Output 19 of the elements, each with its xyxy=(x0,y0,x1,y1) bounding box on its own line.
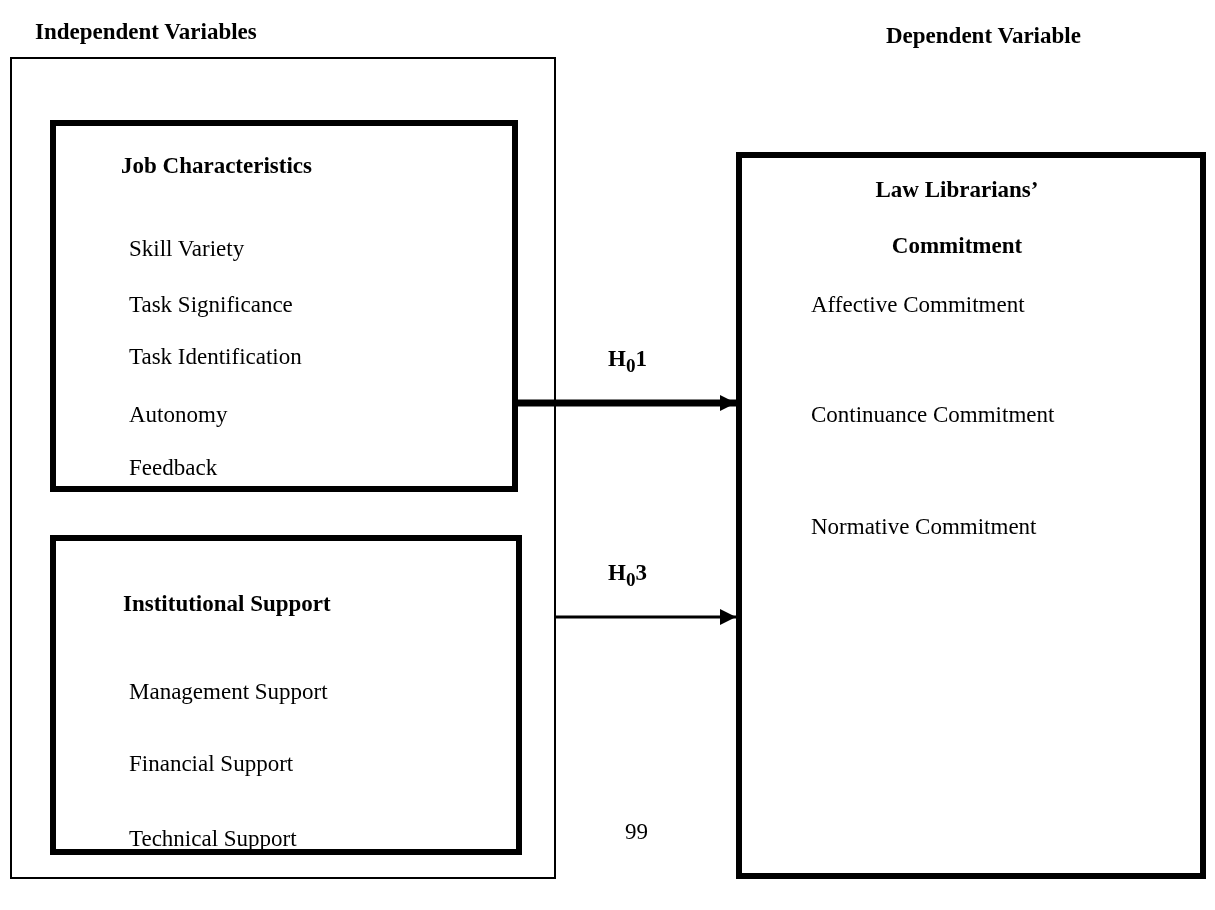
variable-label: Normative Commitment xyxy=(811,513,1037,541)
variable-group-box xyxy=(50,535,522,855)
group-heading: Law Librarians’ Commitment xyxy=(874,176,1040,260)
variable-label: Management Support xyxy=(129,678,328,706)
variable-label: Autonomy xyxy=(129,401,228,429)
variable-label: Task Significance xyxy=(129,291,293,319)
variable-group-box xyxy=(50,120,518,492)
column-heading: Dependent Variable xyxy=(886,22,1081,50)
group-heading: Institutional Support xyxy=(123,590,331,618)
group-heading: Job Characteristics xyxy=(121,152,312,180)
variable-label: Continuance Commitment xyxy=(811,401,1055,429)
column-heading: Independent Variables xyxy=(35,18,257,46)
variable-label: Affective Commitment xyxy=(811,291,1025,319)
variable-label: Feedback xyxy=(129,454,218,482)
variable-label: Financial Support xyxy=(129,750,294,778)
variable-label: Skill Variety xyxy=(129,235,245,263)
page-number: 99 xyxy=(625,818,648,846)
variable-label: Technical Support xyxy=(129,825,297,853)
variable-label: Task Identification xyxy=(129,343,302,371)
